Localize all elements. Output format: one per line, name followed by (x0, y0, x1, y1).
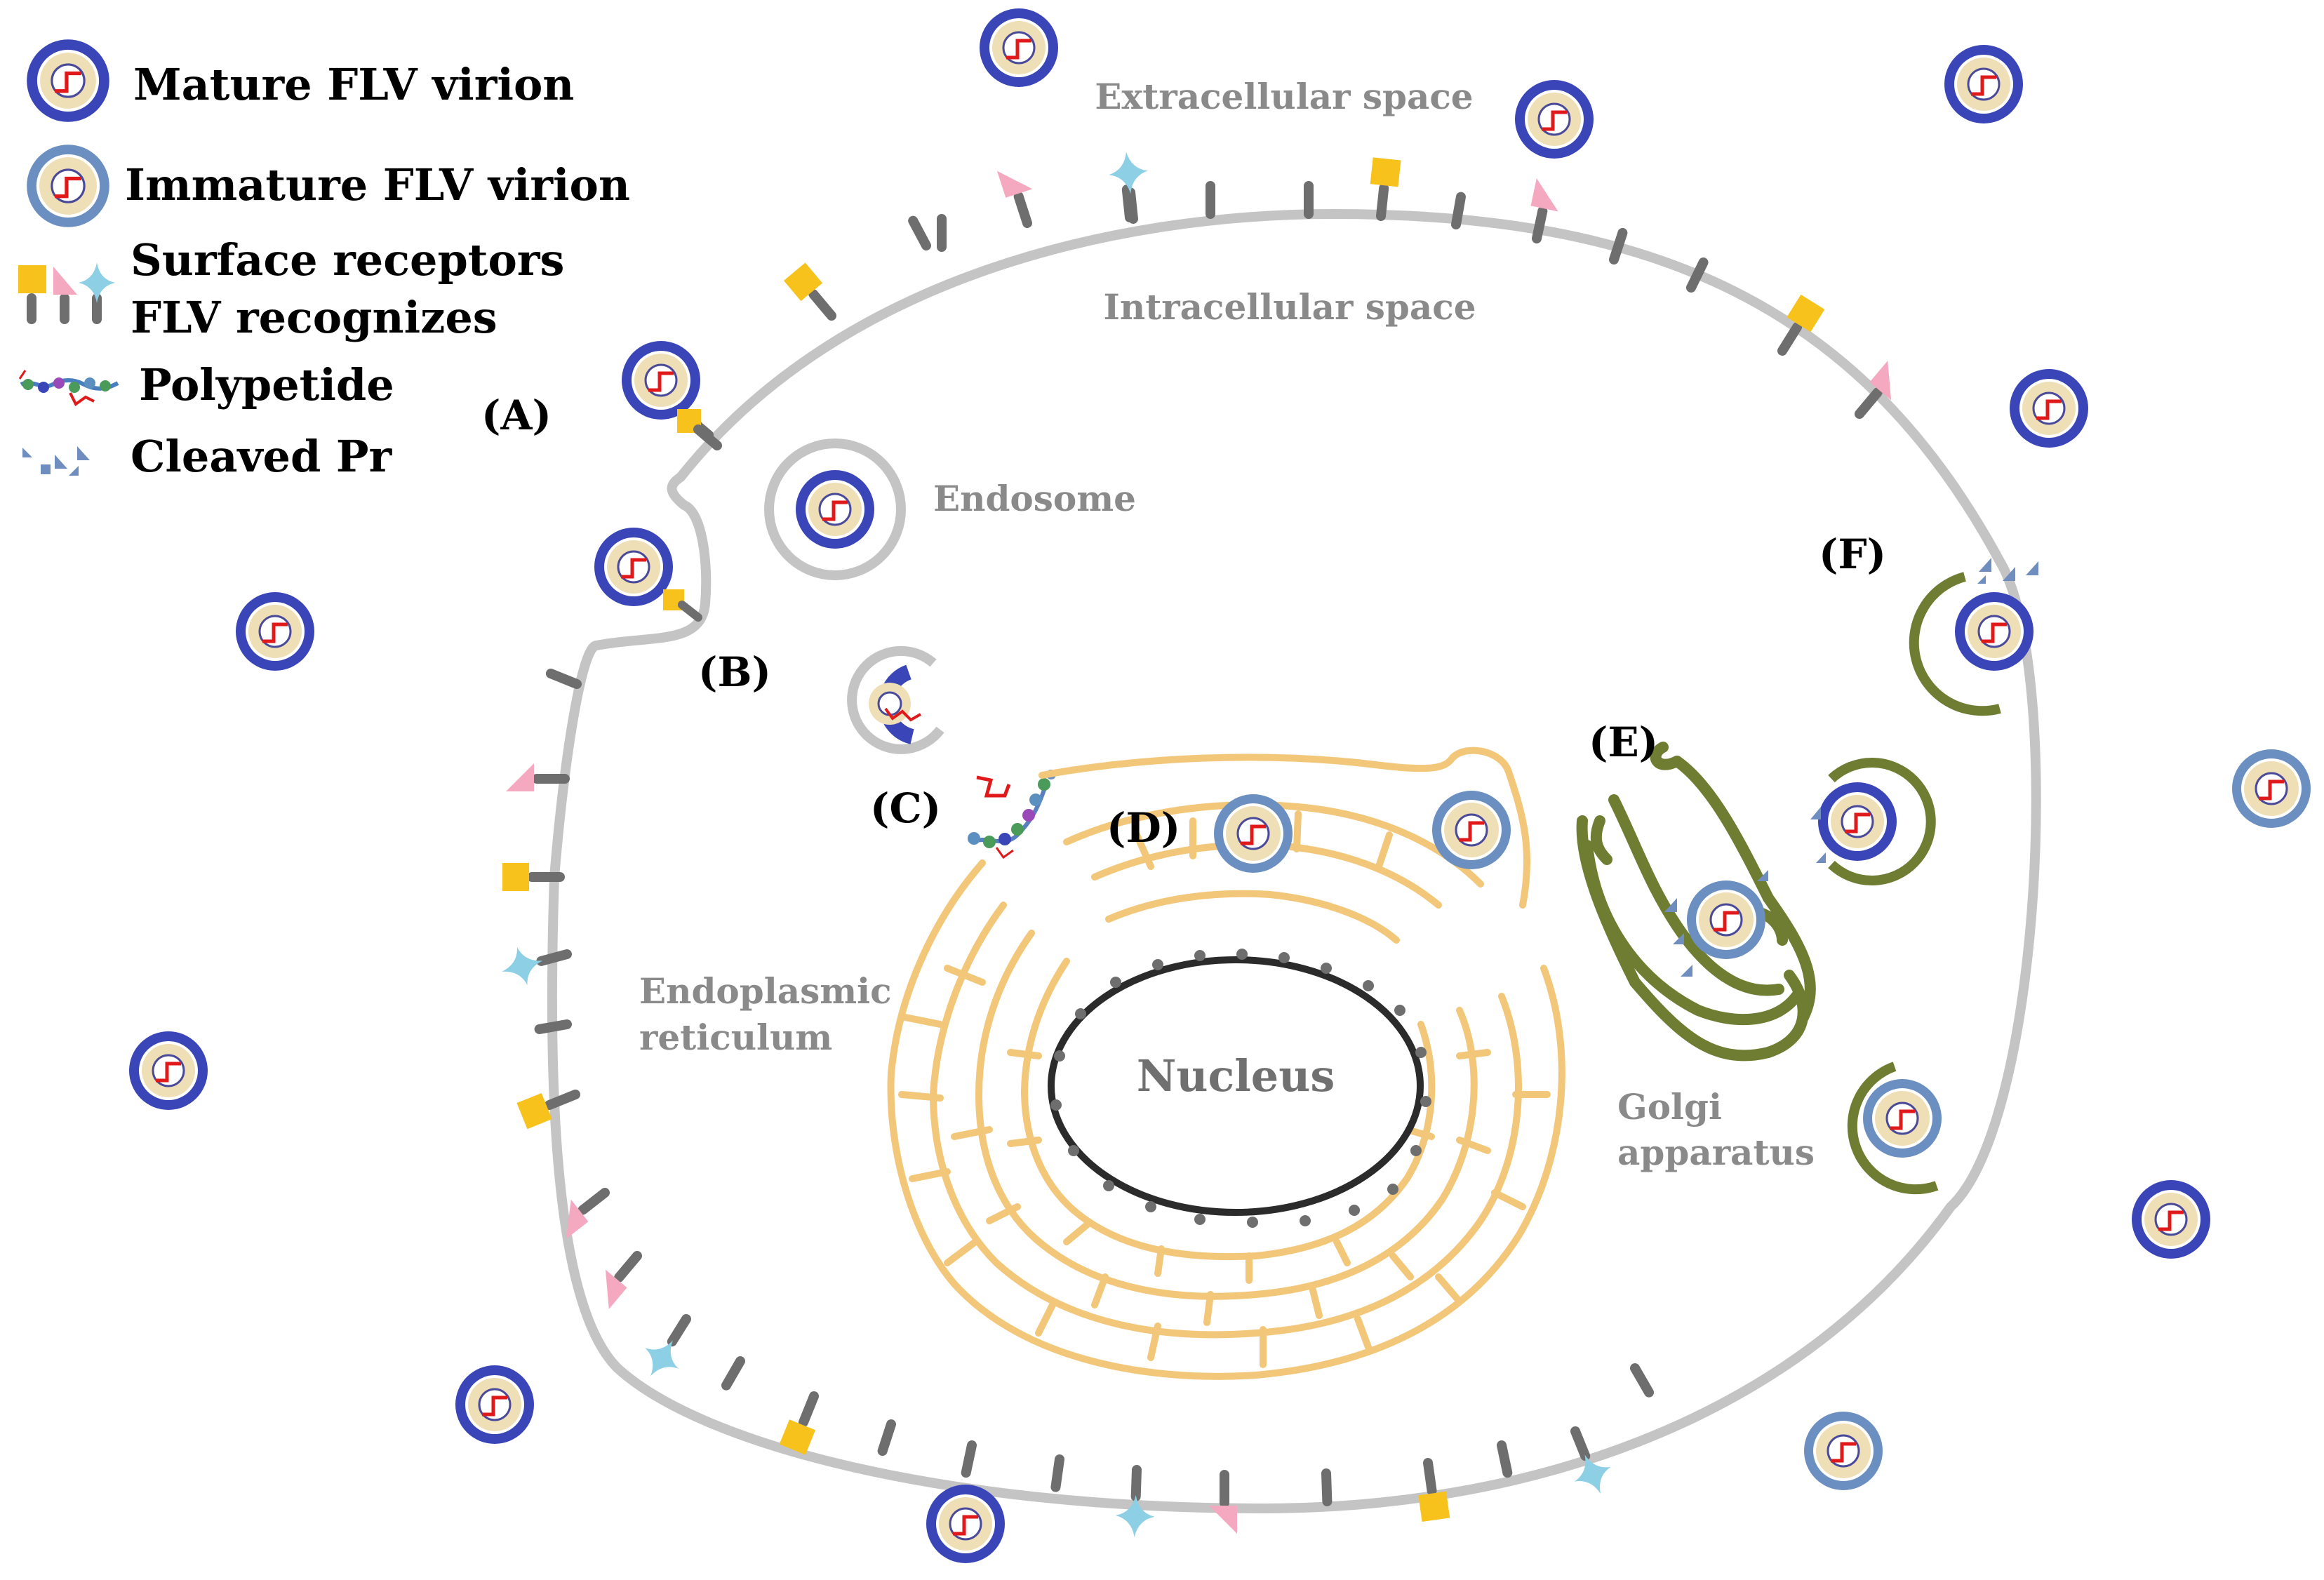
immature-virion-icon (2232, 749, 2311, 828)
legend-polypeptide-label: Polypetide (139, 359, 394, 410)
legend-mature-label: Mature FLV virion (133, 59, 574, 110)
legend-immature-label: Immature FLV virion (125, 159, 630, 210)
er-label-line2: reticulum (639, 1017, 832, 1058)
step-f-egress (1847, 558, 2038, 1195)
mature-virion-icon (455, 1365, 534, 1444)
step-e-maturation (1664, 758, 1936, 977)
mature-virion-icon (926, 1485, 1005, 1563)
legend-cleaved-label: Cleaved Pr (131, 431, 393, 482)
receptor-icons (18, 262, 115, 324)
cleaved-pr-icon (22, 446, 90, 476)
legend-receptors-label-1: Surface receptors (131, 234, 564, 286)
cleaved-pr-icon (1977, 558, 2038, 584)
extracellular-label: Extracellular space (1095, 76, 1473, 117)
nucleus-label: Nucleus (1137, 1050, 1335, 1102)
mature-virion-icon (2010, 369, 2088, 448)
mature-virion-icon (1515, 80, 1594, 159)
golgi-label-line2: apparatus (1617, 1132, 1815, 1173)
endoplasmic-reticulum (887, 747, 1565, 1380)
immature-virion-icon (27, 145, 109, 227)
legend: Mature FLV virion Immature FLV virion Su… (18, 39, 630, 482)
mature-virion-icon (1955, 592, 2034, 671)
step-a-label: (A) (481, 391, 552, 439)
triangle-receptor-icon (53, 267, 77, 324)
mature-virion-icon (1944, 45, 2023, 123)
cell-membrane (547, 208, 2041, 1514)
step-c-label: (C) (870, 784, 941, 832)
legend-receptors-label-2: FLV recognizes (131, 292, 497, 343)
mature-virion-icon (594, 528, 673, 606)
mature-virion-icon (1818, 782, 1897, 861)
step-b-uncoating (847, 645, 944, 754)
polypeptide-icon (18, 370, 119, 406)
mature-virion-icon (2132, 1180, 2210, 1259)
cleaved-pr-icon (1664, 870, 1768, 977)
step-d-label: (D) (1107, 804, 1180, 852)
step-e-label: (E) (1589, 718, 1658, 766)
intracellular-label: Intracellular space (1103, 286, 1476, 328)
immature-virion-icon (1804, 1412, 1883, 1490)
membrane-receptors (497, 150, 1909, 1538)
nucleus: Nucleus (1048, 949, 1431, 1228)
endosome-label: Endosome (933, 478, 1136, 519)
er-label-line1: Endoplasmic (639, 970, 892, 1012)
step-c-polypeptide (968, 770, 1056, 859)
mature-virion-icon (622, 341, 700, 420)
mature-virion-icon (980, 8, 1058, 87)
golgi-apparatus (1576, 742, 1816, 1062)
immature-virion-icon (1687, 881, 1765, 959)
immature-virion-icon (1863, 1079, 1942, 1158)
mature-virion-icon (796, 470, 874, 549)
step-f-label: (F) (1819, 530, 1886, 578)
square-receptor-icon (18, 265, 46, 324)
step-a-attachment (594, 341, 722, 622)
golgi-label-line1: Golgi (1617, 1086, 1722, 1127)
mature-virion-icon (27, 39, 109, 122)
immature-virion-icon (1432, 791, 1511, 869)
step-labels: (A) (B) (C) (D) (E) (F) (481, 391, 1886, 852)
immature-virion-icon (1214, 794, 1293, 873)
region-labels: Extracellular space Intracellular space … (639, 76, 1815, 1173)
mature-virion-icon (236, 592, 314, 671)
endosome (764, 438, 906, 580)
mature-virion-icon (129, 1031, 208, 1110)
star-receptor-icon (79, 262, 115, 324)
step-b-label: (B) (698, 648, 771, 696)
